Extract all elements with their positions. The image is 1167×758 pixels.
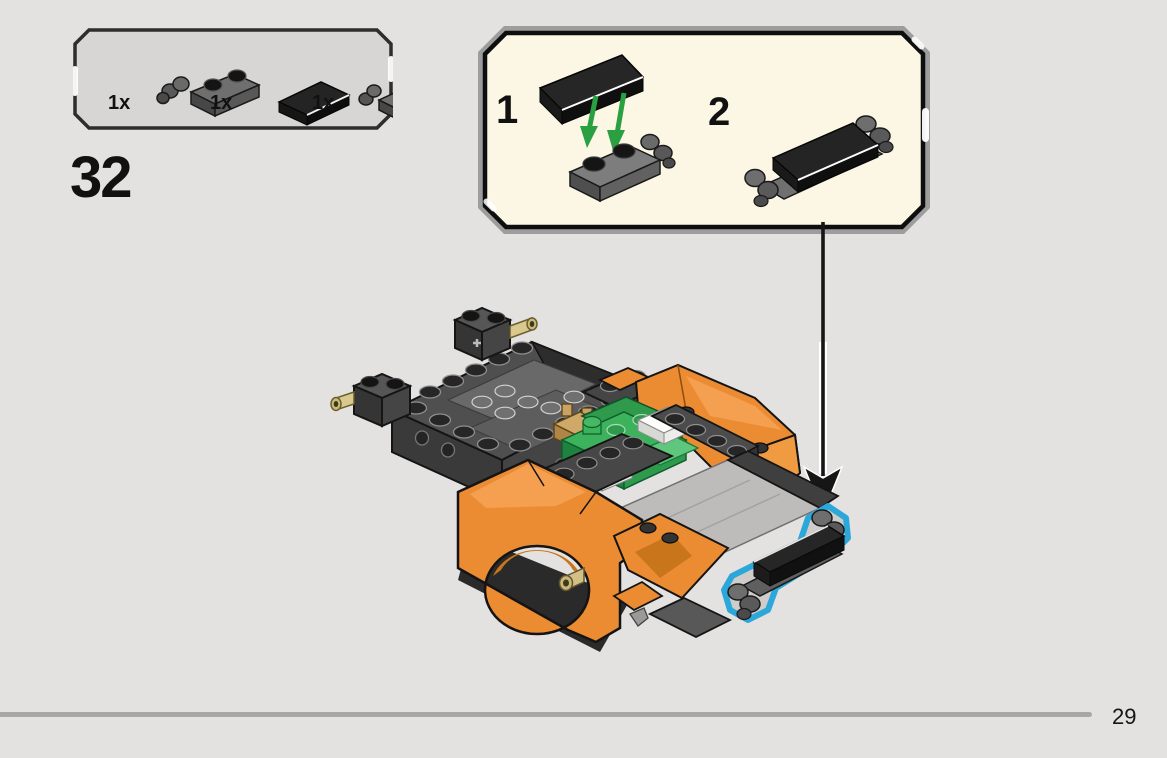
orange-wheel-arch — [456, 458, 644, 644]
tan-pin-bottom — [558, 566, 585, 592]
subassembly-step2-art — [744, 115, 894, 208]
car-illustration — [330, 306, 851, 652]
axle-cross — [473, 339, 481, 347]
rear-ledge — [725, 450, 840, 510]
substep-2-label: 2 — [708, 90, 731, 134]
part-plate-with-handle — [156, 69, 261, 118]
orange-skirt — [612, 512, 730, 612]
frame-shine — [388, 56, 393, 82]
green-arrow-icon — [580, 95, 599, 148]
gray-hook — [629, 607, 649, 627]
subassembly-step1-art — [538, 54, 676, 203]
frame-shine — [922, 108, 929, 142]
part-plate-with-clip — [358, 84, 393, 118]
frame-shine — [73, 66, 78, 96]
frame-shine — [911, 36, 925, 50]
pin-brick-top — [452, 306, 538, 362]
subassembly-box — [478, 26, 930, 234]
part-count-label: 1x — [210, 92, 233, 114]
gray-wing — [647, 597, 733, 639]
part-count-label: 1x — [312, 92, 335, 114]
studs-light — [471, 384, 585, 420]
highlighted-piece — [721, 503, 851, 623]
frame-shine — [483, 198, 497, 212]
part-count-label: 1x — [108, 92, 131, 114]
part-tile-1x3 — [277, 81, 351, 126]
green-arrow-icon — [607, 92, 627, 154]
parts-box — [73, 28, 393, 130]
footer-rule — [0, 712, 1092, 717]
page-number: 29 — [1112, 704, 1137, 729]
step-number: 32 — [70, 145, 132, 210]
substep-1-label: 1 — [496, 88, 519, 132]
pin-brick-left — [330, 372, 413, 428]
